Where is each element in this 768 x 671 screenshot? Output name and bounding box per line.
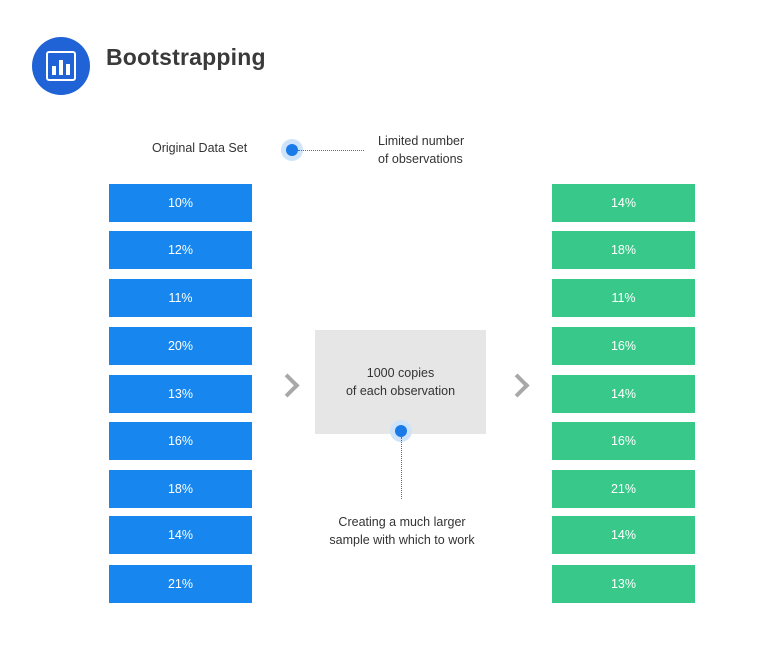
page-title: Bootstrapping bbox=[106, 44, 266, 70]
bootstrap-cell: 21% bbox=[552, 470, 695, 508]
logo-icon bbox=[32, 37, 90, 95]
original-cell: 11% bbox=[109, 279, 252, 317]
original-data-label: Original Data Set bbox=[152, 141, 248, 155]
marker-dot bbox=[286, 144, 298, 156]
original-cell: 16% bbox=[109, 422, 252, 460]
original-cell: 21% bbox=[109, 565, 252, 603]
original-cell: 18% bbox=[109, 470, 252, 508]
limited-note: Limited number of observations bbox=[378, 134, 465, 166]
bootstrap-cell: 14% bbox=[552, 184, 695, 222]
bootstrap-cell: 14% bbox=[552, 516, 695, 554]
bootstrap-cell: 11% bbox=[552, 279, 695, 317]
arrow-right-icon bbox=[275, 373, 300, 398]
original-cell: 12% bbox=[109, 231, 252, 269]
arrow-right-icon bbox=[505, 373, 530, 398]
bootstrap-cell: 14% bbox=[552, 375, 695, 413]
original-cell: 13% bbox=[109, 375, 252, 413]
original-cell: 10% bbox=[109, 184, 252, 222]
bootstrap-cell: 16% bbox=[552, 327, 695, 365]
connector-line bbox=[401, 437, 402, 499]
copies-box: 1000 copies of each observation bbox=[315, 330, 486, 434]
bottom-note: Creating a much larger sample with which… bbox=[329, 515, 475, 547]
bootstrap-cell: 13% bbox=[552, 565, 695, 603]
bootstrap-cell: 18% bbox=[552, 231, 695, 269]
original-cell: 20% bbox=[109, 327, 252, 365]
bootstrap-cell: 16% bbox=[552, 422, 695, 460]
original-cell: 14% bbox=[109, 516, 252, 554]
marker-dot bbox=[395, 425, 407, 437]
connector-line bbox=[298, 150, 364, 151]
